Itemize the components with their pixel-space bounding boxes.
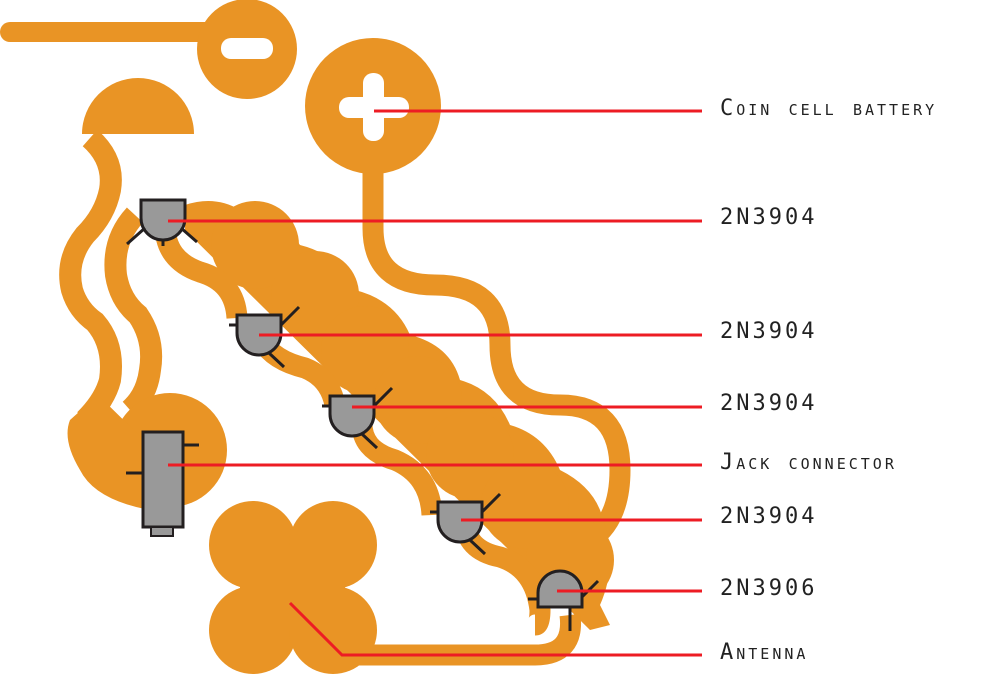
antenna-pad <box>209 501 377 674</box>
label-transistor-4: 2N3904 <box>720 504 818 529</box>
minus-icon <box>221 38 273 59</box>
jack-connector-icon <box>126 430 199 537</box>
left-wavy-trace-outer <box>59 129 122 428</box>
ground-scallop <box>211 201 299 289</box>
pcb-traces <box>0 0 631 674</box>
leader-antenna <box>288 601 702 657</box>
ground-scallop <box>374 356 462 444</box>
plus-icon <box>339 73 409 141</box>
label-coin-cell-battery: Coin cell battery <box>720 96 938 121</box>
transistor-5-icon <box>528 569 600 631</box>
label-transistor-2: 2N3904 <box>720 319 818 344</box>
label-jack-connector: Jack connector <box>720 450 897 475</box>
leader-lines <box>168 109 702 657</box>
left-wavy-trace-inner <box>104 207 163 419</box>
label-transistor-1: 2N3904 <box>720 205 818 230</box>
top-left-pad <box>82 78 194 134</box>
label-antenna: Antenna <box>720 640 809 665</box>
base-trace-1 <box>154 224 248 320</box>
label-transistor-3: 2N3904 <box>720 391 818 416</box>
label-transistor-5: 2N3906 <box>720 576 818 601</box>
positive-trace <box>362 160 631 549</box>
